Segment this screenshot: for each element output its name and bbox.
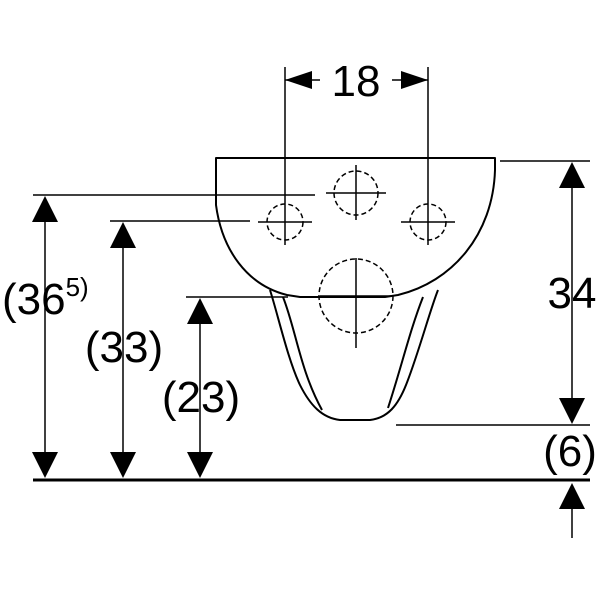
toilet-outline — [215, 157, 496, 421]
label-bolt-spacing: 18 — [332, 57, 381, 106]
dim-18-arrow-right — [401, 71, 428, 89]
label-outlet-height: (23) — [162, 373, 240, 422]
dim-365 — [32, 196, 58, 478]
centre-marks — [258, 165, 455, 348]
dim-33 — [110, 222, 136, 478]
extension-lines-left — [33, 194, 315, 298]
label-floor-offset: (6) — [543, 427, 597, 476]
dim-6 — [559, 483, 585, 538]
dim-34 — [559, 162, 585, 424]
dim-23 — [187, 298, 213, 478]
dim-18-arrow-left — [285, 71, 312, 89]
label-bowl-depth: 34 — [548, 269, 597, 318]
extension-lines-right — [396, 160, 590, 426]
label-rim-height: (33) — [85, 323, 163, 372]
label-total-height: (365) — [2, 272, 89, 324]
